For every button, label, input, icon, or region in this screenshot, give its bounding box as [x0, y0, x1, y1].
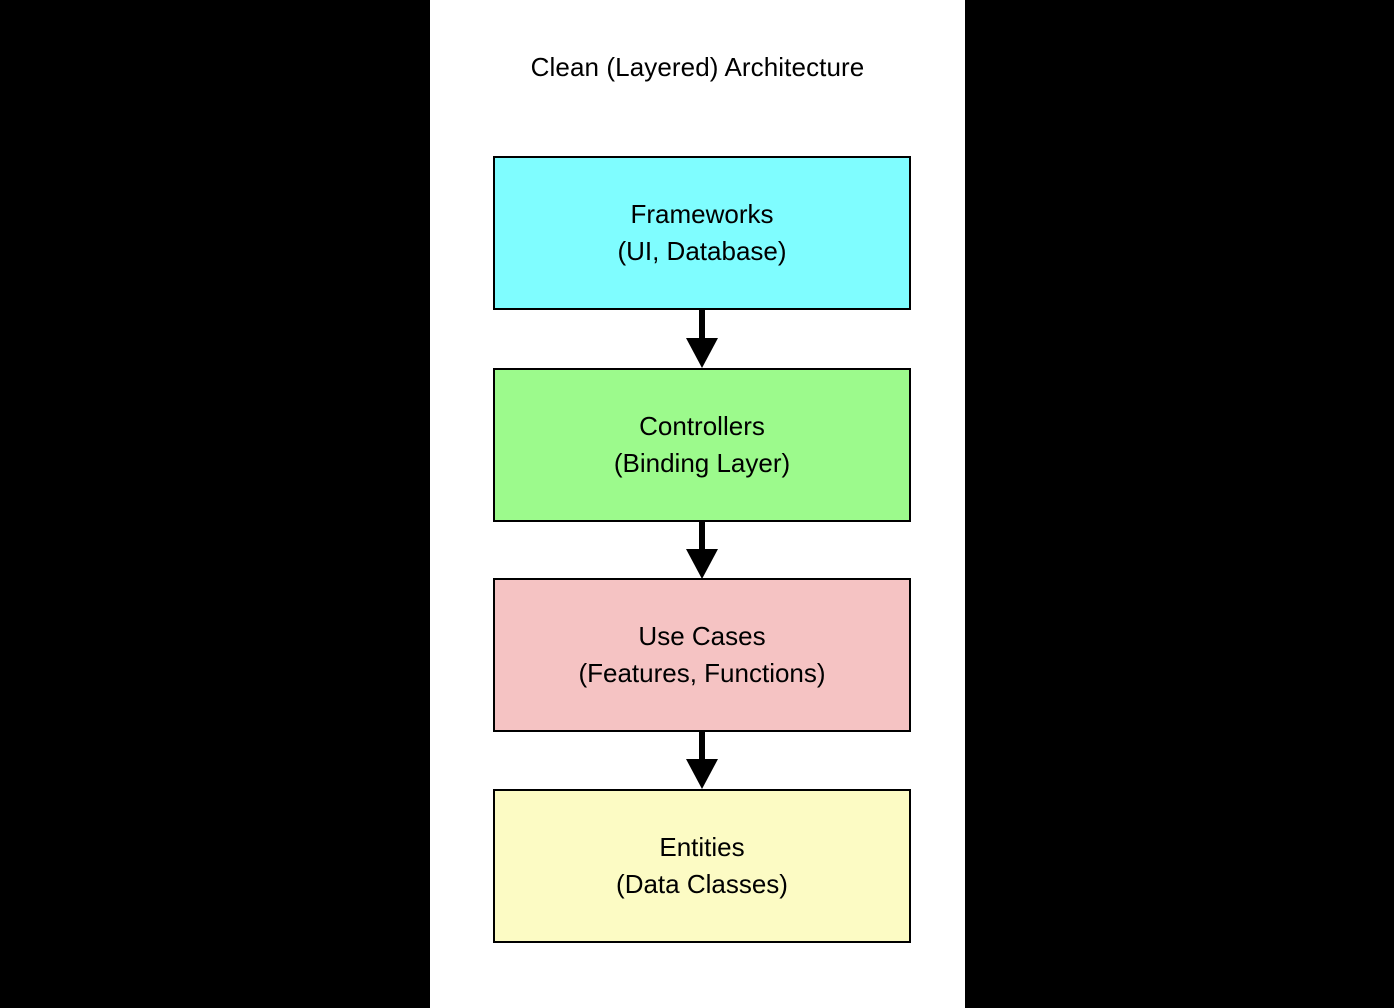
diagram-canvas: Clean (Layered) Architecture Frameworks … — [430, 0, 965, 1008]
layer-title-usecases: Use Cases — [638, 621, 766, 651]
layer-title-controllers: Controllers — [639, 411, 765, 441]
down-arrow-icon — [686, 731, 718, 789]
layer-title-entities: Entities — [659, 832, 745, 862]
layer-box-frameworks[interactable]: Frameworks (UI, Database) — [493, 156, 911, 310]
page-title: Clean (Layered) Architecture — [530, 52, 865, 82]
layer-box-controllers[interactable]: Controllers (Binding Layer) — [493, 368, 911, 522]
down-arrow-icon — [686, 521, 718, 579]
layer-subtitle-entities: (Data Classes) — [616, 869, 788, 899]
down-arrow-icon — [686, 310, 718, 368]
layer-box-entities[interactable]: Entities (Data Classes) — [493, 789, 911, 943]
layer-subtitle-usecases: (Features, Functions) — [578, 658, 826, 688]
layer-box-usecases[interactable]: Use Cases (Features, Functions) — [493, 578, 911, 732]
layer-subtitle-frameworks: (UI, Database) — [617, 236, 787, 266]
layer-title-frameworks: Frameworks — [630, 199, 774, 229]
arrow-frameworks-to-controllers-icon — [686, 310, 718, 368]
layer-subtitle-controllers: (Binding Layer) — [613, 448, 791, 478]
arrow-usecases-to-entities-icon — [686, 731, 718, 789]
arrow-controllers-to-usecases-icon — [686, 521, 718, 579]
